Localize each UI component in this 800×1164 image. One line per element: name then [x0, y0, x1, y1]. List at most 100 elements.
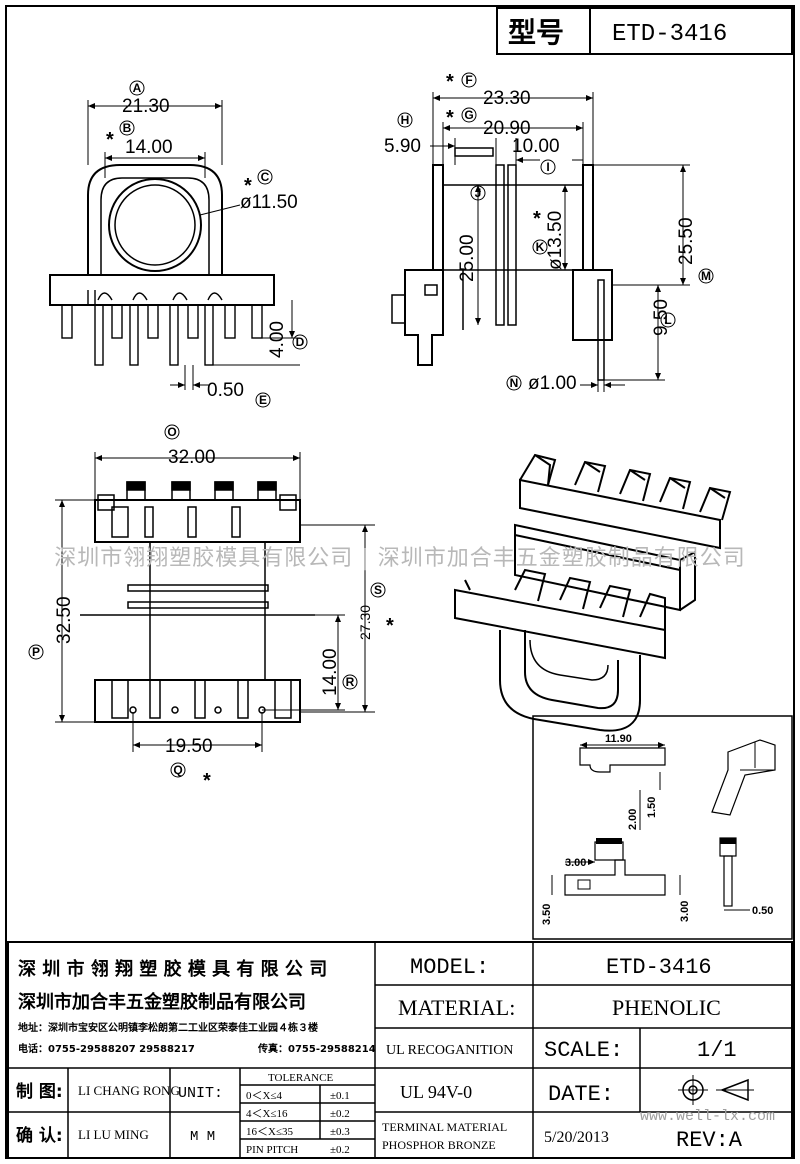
- dim-B: 14.00: [125, 137, 173, 158]
- detail-2-00: 2.00: [627, 809, 639, 830]
- letter-I: I: [546, 160, 549, 174]
- tol-val-3: ±0.2: [330, 1144, 350, 1156]
- letter-D: D: [296, 335, 305, 349]
- tol-val-1: ±0.2: [330, 1108, 350, 1120]
- top-view: [55, 452, 375, 752]
- dim-H: 5.90: [384, 136, 421, 157]
- site-url: www.well-lx.com: [640, 1108, 775, 1125]
- star-B: *: [106, 129, 114, 151]
- letter-H: H: [401, 113, 410, 127]
- dim-J: 25.00: [457, 234, 478, 282]
- detail-3-00: 3.00: [565, 857, 586, 869]
- side-view: [391, 92, 690, 392]
- star-C: *: [244, 175, 252, 197]
- dim-D: 4.00: [267, 321, 288, 358]
- header-model-label: 型号: [508, 16, 564, 49]
- material-value: PHENOLIC: [612, 995, 721, 1020]
- title-block: [7, 941, 793, 1159]
- tol-title: TOLERANCE: [268, 1072, 333, 1084]
- dim-G: 20.90: [483, 118, 531, 139]
- star-Q: *: [203, 770, 211, 792]
- letter-P: P: [32, 645, 40, 659]
- dim-Q: 19.50: [165, 736, 213, 757]
- check-label: 确 认:: [16, 1125, 63, 1146]
- tol-val-2: ±0.3: [330, 1126, 350, 1138]
- detail-3-00b: 3.00: [679, 901, 691, 922]
- detail-1-50: 1.50: [646, 797, 658, 818]
- header-model-value: ETD-3416: [612, 21, 727, 48]
- star-F: *: [446, 71, 454, 93]
- tol-range-3: PIN PITCH: [246, 1144, 298, 1156]
- draw-name: LI CHANG RONG: [78, 1083, 180, 1098]
- isometric-view: [454, 453, 732, 732]
- dim-values: 21.30 14.00 ø11.50 4.00 0.50 23.30 20.90…: [54, 88, 697, 757]
- dim-A: 21.30: [122, 96, 170, 117]
- letter-B: B: [123, 121, 132, 135]
- letter-K: K: [536, 240, 545, 254]
- dim-M: 25.50: [676, 217, 697, 265]
- letter-J: J: [475, 186, 482, 200]
- asterisks: * * * * * * *: [106, 71, 541, 792]
- detail-3-50: 3.50: [541, 904, 553, 925]
- draw-label: 制 图:: [16, 1081, 63, 1102]
- detail-0-50: 0.50: [752, 905, 773, 917]
- dim-K: ø13.50: [545, 211, 566, 270]
- ul-label: UL RECOGANITION: [386, 1043, 513, 1058]
- check-name: LI LU MING: [78, 1127, 149, 1142]
- dim-P: 32.50: [54, 596, 75, 644]
- dim-O: 32.00: [168, 447, 216, 468]
- model-value: ETD-3416: [606, 955, 712, 980]
- letter-N: N: [510, 376, 519, 390]
- letter-E: E: [259, 393, 267, 407]
- front-view: [49, 100, 300, 390]
- date-value: 5/20/2013: [544, 1129, 609, 1146]
- letter-R: R: [346, 675, 355, 689]
- letter-G: G: [464, 108, 473, 122]
- letter-O: O: [167, 425, 176, 439]
- dim-C: ø11.50: [240, 192, 298, 213]
- dim-F: 23.30: [483, 88, 531, 109]
- star-G: *: [446, 107, 454, 129]
- letter-A: A: [133, 81, 142, 95]
- dim-I: 10.00: [512, 136, 560, 157]
- unit-label: UNIT:: [178, 1085, 223, 1102]
- rev-value: REV:A: [676, 1128, 743, 1153]
- date-label: DATE:: [548, 1082, 614, 1107]
- title-block-text: 深 圳 市 翎 翔 塑 胶 模 具 有 限 公 司 深圳市加合丰五金塑胶制品有限…: [16, 955, 775, 1156]
- tol-val-0: ±0.1: [330, 1090, 350, 1102]
- company-name-2: 深圳市加合丰五金塑胶制品有限公司: [18, 991, 306, 1013]
- detail-11-90: 11.90: [605, 733, 632, 745]
- star-K: *: [533, 208, 541, 230]
- unit-value: M M: [190, 1129, 215, 1145]
- header-box: [496, 7, 793, 55]
- letter-L: L: [664, 313, 671, 327]
- company-phone: 电话：0755-29588207 29588217: [18, 1042, 195, 1055]
- letter-M: M: [701, 269, 711, 283]
- pin-detail: [532, 715, 793, 940]
- dim-E: 0.50: [207, 380, 244, 401]
- model-label: MODEL:: [410, 955, 489, 980]
- tol-range-2: 16＜X≤35: [246, 1126, 293, 1138]
- company-fax: 传真：0755-29588214: [257, 1042, 376, 1055]
- dim-L: 9.50: [651, 299, 672, 336]
- material-label: MATERIAL:: [398, 995, 515, 1020]
- terminal-phosphor: PHOSPHOR BRONZE: [382, 1138, 496, 1152]
- tol-range-1: 4＜X≤16: [246, 1108, 288, 1120]
- dim-letters: A B C D E F G H I J K M L N O P S R Q: [28, 72, 714, 778]
- terminal-material: TERMINAL MATERIAL: [382, 1120, 507, 1134]
- dim-S: 27.30: [357, 605, 373, 640]
- watermark: 深圳市翎翔塑胶模具有限公司 | 深圳市加合丰五金塑胶制品有限公司: [54, 546, 746, 571]
- company-address: 地址：深圳市宝安区公明镇李松朗第二工业区荣泰佳工业园４栋３楼: [18, 1021, 318, 1034]
- detail-dims: 11.90 1.50 2.00 3.00 3.50 3.00 0.50: [541, 733, 773, 925]
- letter-F: F: [465, 73, 472, 87]
- letter-Q: Q: [173, 763, 182, 777]
- dim-R: 14.00: [320, 648, 341, 696]
- letter-S: S: [374, 583, 382, 597]
- ul-value: UL 94V-0: [400, 1082, 472, 1102]
- company-name-1: 深 圳 市 翎 翔 塑 胶 模 具 有 限 公 司: [18, 958, 327, 980]
- scale-label: SCALE:: [544, 1038, 623, 1063]
- scale-value: 1/1: [697, 1038, 737, 1063]
- dim-N: ø1.00: [528, 373, 577, 394]
- star-S: *: [386, 615, 394, 637]
